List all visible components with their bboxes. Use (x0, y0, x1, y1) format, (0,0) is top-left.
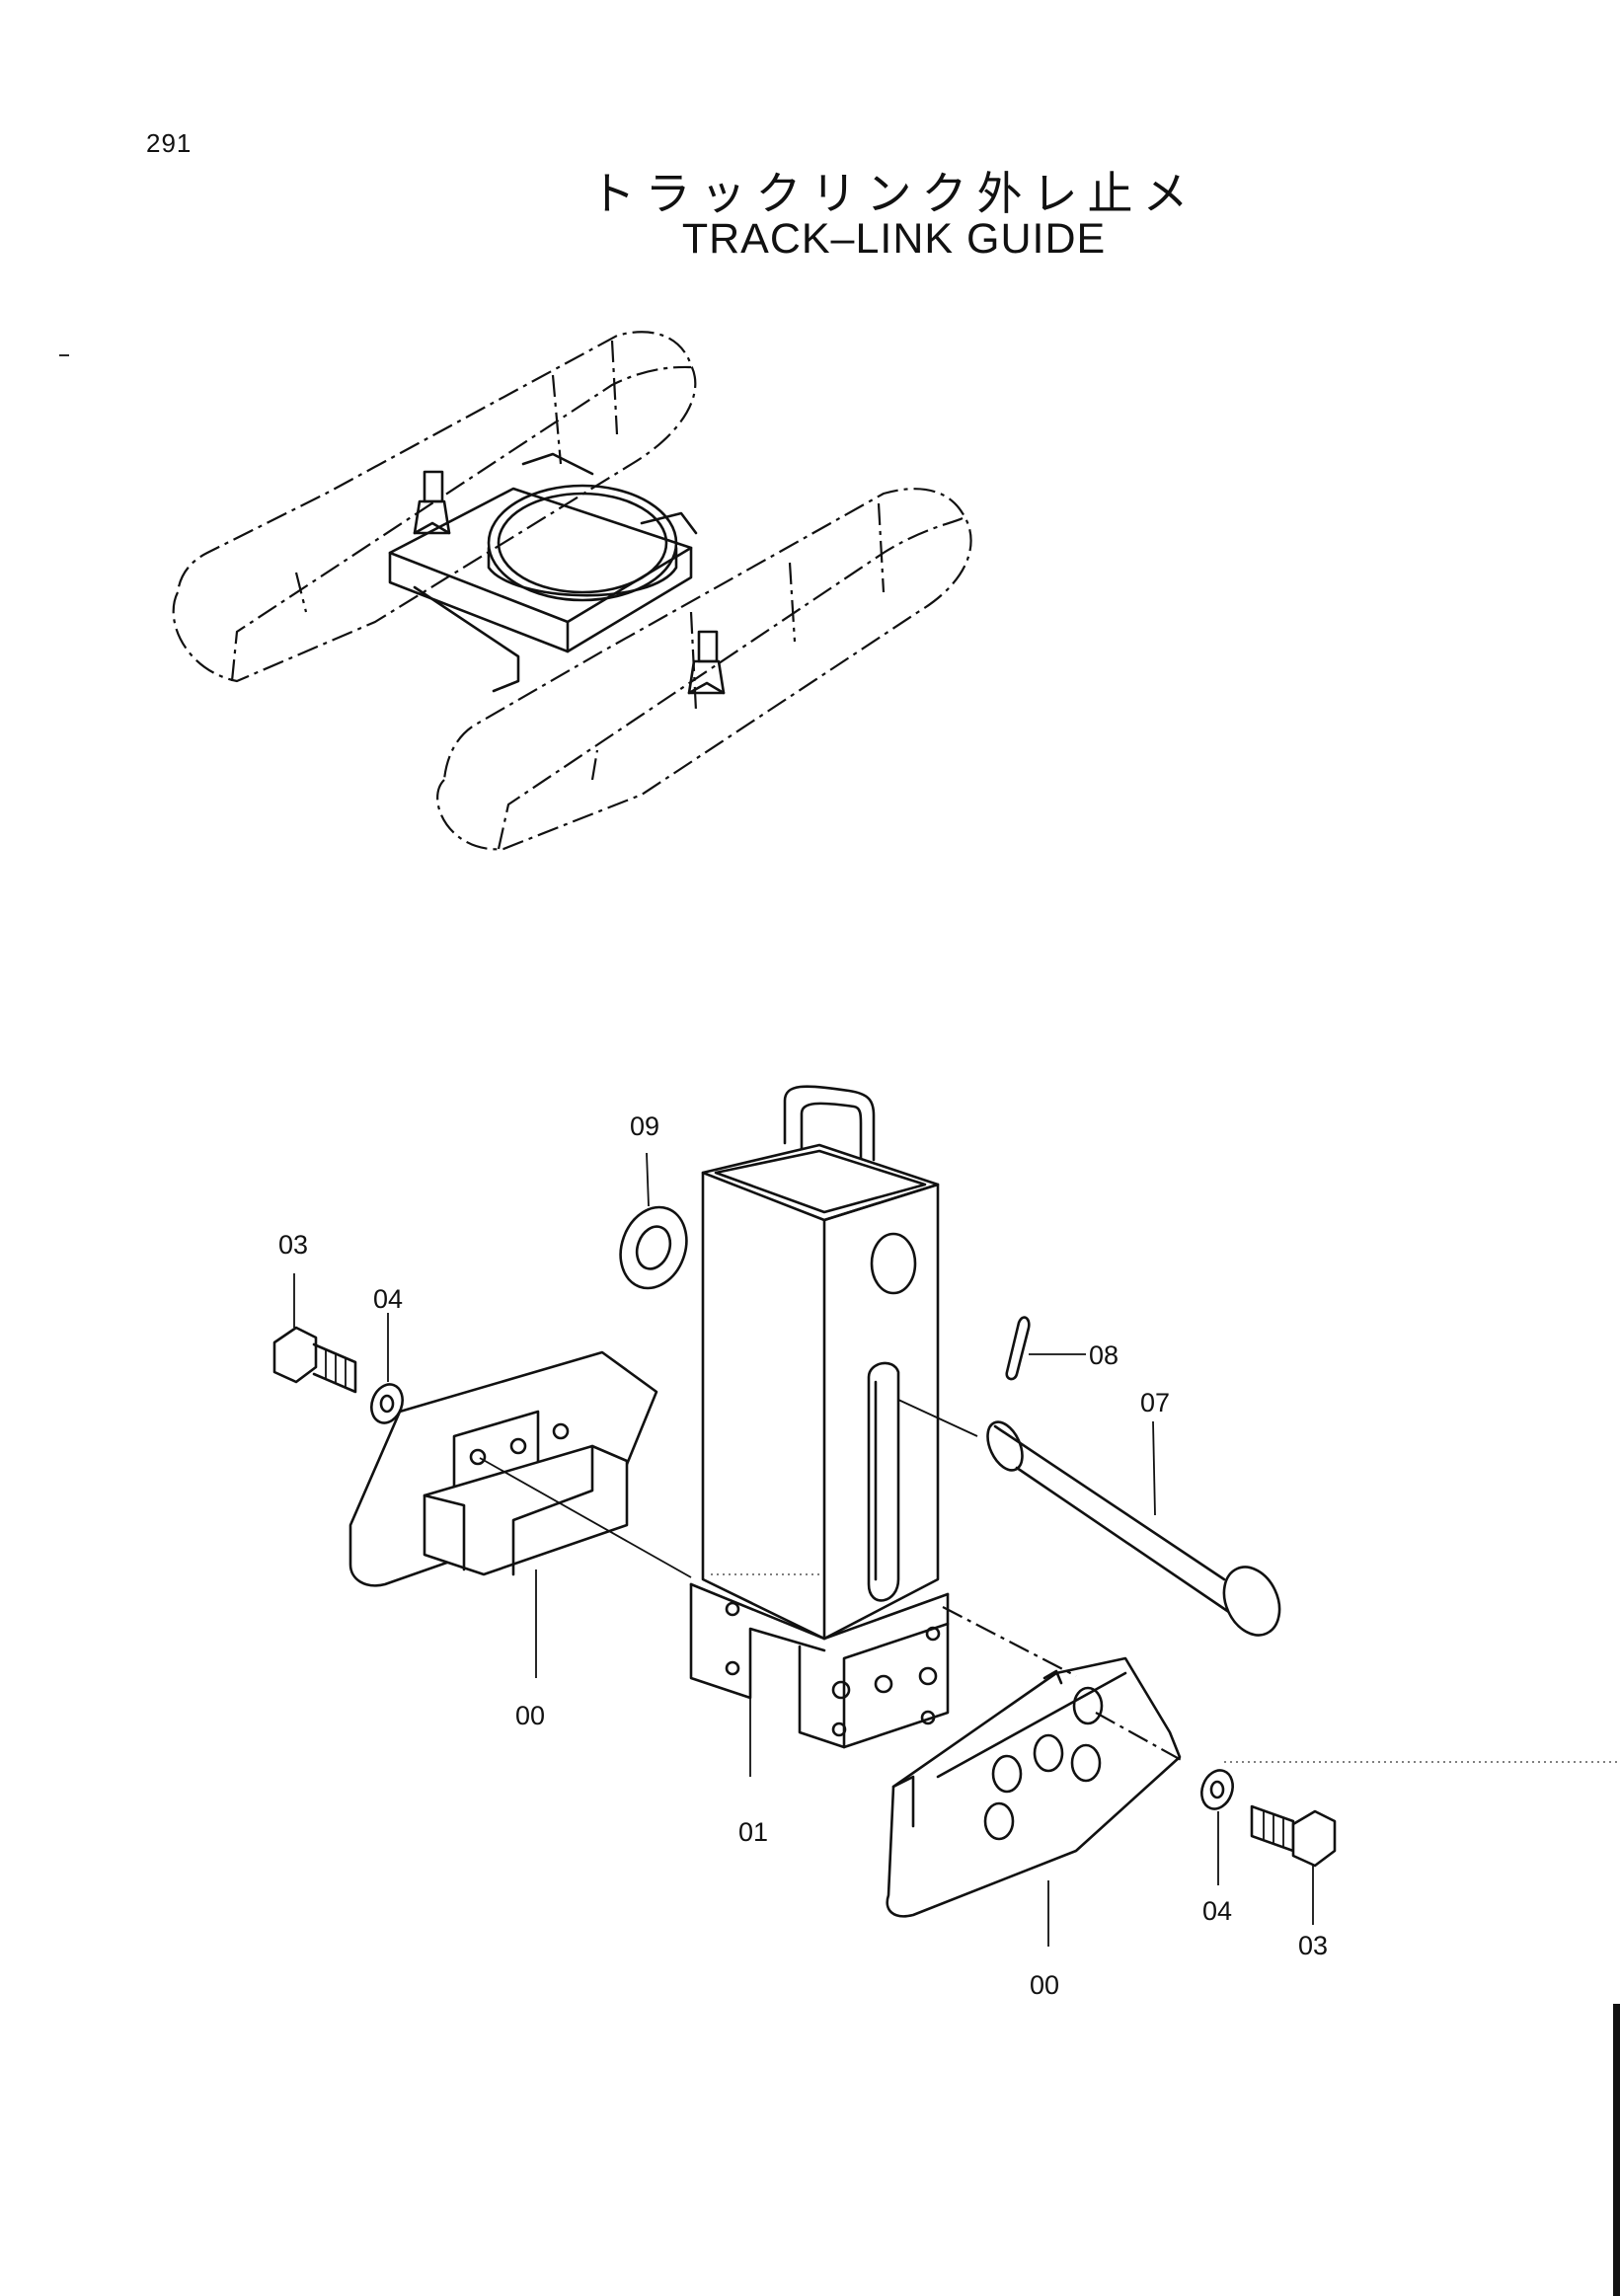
title-japanese: トラックリンク外レ止メ (589, 167, 1198, 220)
undercarriage-overview (172, 331, 972, 851)
bolt-axis-right (1095, 1712, 1186, 1763)
callout-09: 09 (630, 1111, 659, 1141)
guide-marker-right (687, 630, 726, 695)
pin-axis-line (897, 1399, 978, 1437)
part-03-bolt-left (272, 1273, 357, 1394)
callout-01: 01 (738, 1817, 768, 1847)
callout-04-right: 04 (1202, 1896, 1232, 1926)
page-number: 291 (146, 128, 193, 158)
axis-left-plate (479, 1457, 692, 1578)
callout-08: 08 (1089, 1340, 1119, 1370)
callout-00-right: 00 (1030, 1970, 1059, 2000)
title-english: TRACK–LINK GUIDE (681, 215, 1107, 263)
part-03-bolt-right (1250, 1804, 1337, 1925)
part-00-plate-left (348, 1350, 658, 1678)
part-00-plate-right (886, 1656, 1182, 1947)
scan-edge-bar (1613, 2004, 1620, 2296)
part-08-cotter-pin (1005, 1316, 1086, 1381)
callout-07: 07 (1140, 1388, 1170, 1417)
part-07-pin (986, 1420, 1281, 1637)
axis-right-plate (942, 1606, 1077, 1677)
guide-marker-left (413, 470, 451, 535)
callout-03-left: 03 (278, 1230, 308, 1260)
callout-04-left: 04 (373, 1284, 403, 1314)
callout-00-left: 00 (515, 1701, 545, 1730)
part-04-washer-right (1200, 1769, 1234, 1885)
part-09-washer (619, 1152, 688, 1290)
part-04-washer-left (370, 1313, 404, 1424)
part-01-guide-block (689, 1085, 950, 1777)
callout-03-right: 03 (1298, 1931, 1328, 1960)
